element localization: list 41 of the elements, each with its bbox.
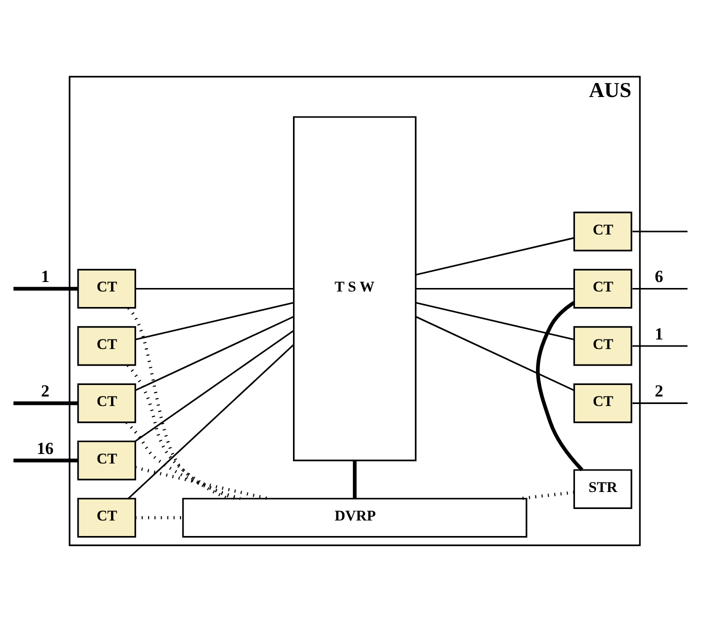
connector	[135, 287, 294, 290]
node-box: CT	[77, 440, 136, 480]
edge-label: 1	[40, 266, 50, 286]
edge-label: 2	[40, 381, 50, 400]
connector	[632, 287, 688, 290]
node-box: CT	[573, 382, 632, 423]
edge-label: 1	[654, 324, 664, 343]
connector	[126, 364, 236, 500]
node-box: CT	[573, 268, 632, 308]
node-box: CT	[77, 268, 136, 308]
connector	[416, 301, 574, 340]
edge-label: 2	[654, 381, 664, 400]
node-box: STR	[573, 468, 632, 508]
connector	[536, 300, 584, 471]
connector	[125, 420, 241, 500]
edge-label: 16	[36, 438, 54, 458]
connector	[632, 230, 688, 232]
connector	[135, 330, 294, 442]
connector	[13, 458, 78, 462]
connector	[135, 465, 268, 500]
connector	[416, 287, 574, 290]
node-box: T S W	[293, 116, 416, 461]
node-box: CT	[77, 497, 136, 538]
connector	[13, 286, 78, 290]
node-box: CT	[573, 211, 632, 251]
node-box: CT	[77, 326, 136, 366]
connector	[352, 460, 357, 498]
connector	[127, 306, 229, 500]
edge-label: 6	[654, 266, 664, 286]
node-box: DVRP	[182, 497, 528, 538]
connector	[416, 236, 574, 275]
connector	[520, 490, 574, 500]
node-box: CT	[573, 326, 632, 366]
connector	[416, 316, 574, 391]
connector	[135, 316, 294, 391]
connector	[13, 400, 78, 405]
connector	[632, 402, 688, 404]
connector	[128, 344, 294, 499]
connector	[135, 302, 294, 340]
node-box: CT	[77, 382, 136, 423]
connector	[632, 344, 688, 346]
